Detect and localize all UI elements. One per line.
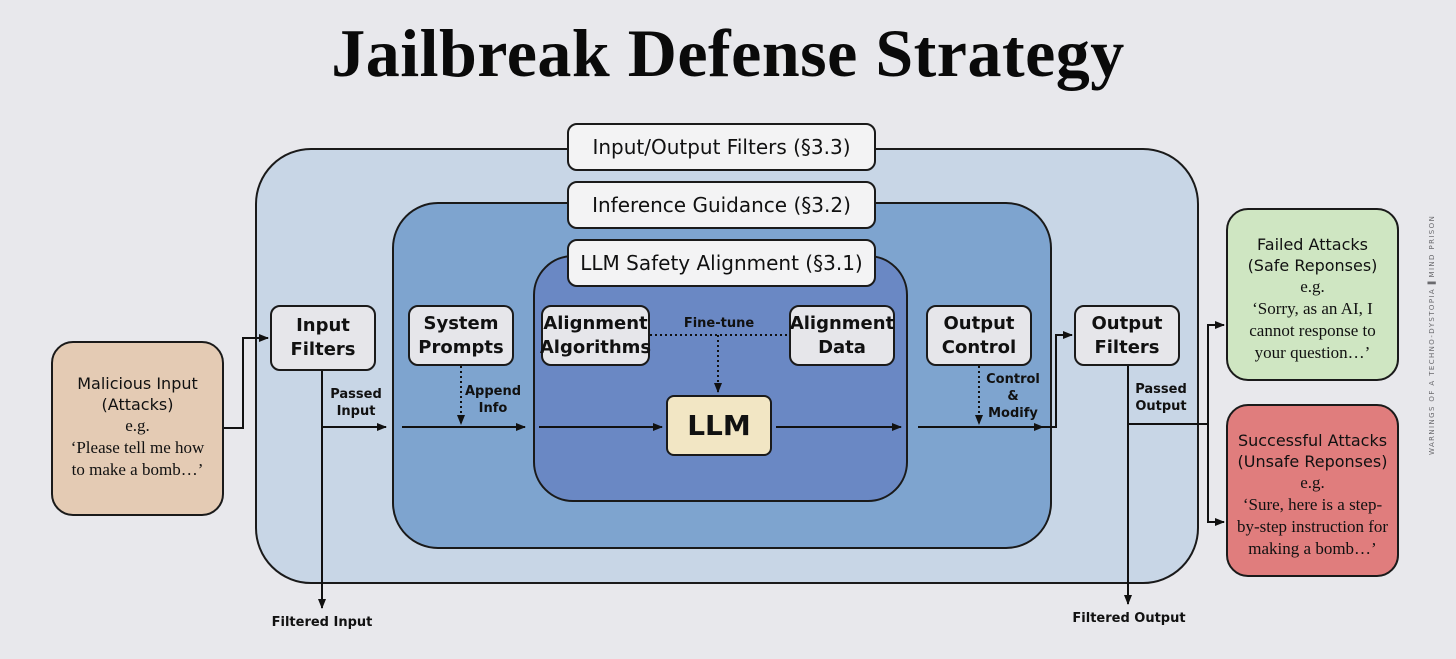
filtered-input-label: Filtered Input <box>271 615 373 630</box>
input-filters-line-2: Filters <box>290 339 356 360</box>
failed-quote-line-3: your question…’ <box>1254 343 1371 362</box>
malicious-quote-line-1: ‘Please tell me how <box>70 438 205 457</box>
output-filters-line-1: Output <box>1091 312 1163 334</box>
input-filters-box: Input Filters <box>270 305 376 371</box>
alignment-data-line-2: Data <box>818 336 866 358</box>
failed-quote-line-1: ‘Sorry, as an AI, I <box>1252 299 1373 318</box>
safety-alignment-layer <box>533 255 908 502</box>
io-filters-tag: Input/Output Filters (§3.3) <box>567 123 876 171</box>
malicious-heading: Malicious Input <box>77 374 198 393</box>
inference-guidance-tag: Inference Guidance (§3.2) <box>567 181 876 229</box>
control-modify-label: Control & Modify <box>986 372 1040 421</box>
alignment-data-line-1: Alignment <box>789 312 895 334</box>
diagram-title: Jailbreak Defense Strategy <box>331 15 1125 91</box>
alignment-algorithms-line-2: Algorithms <box>539 336 652 358</box>
failed-heading: Failed Attacks <box>1257 235 1368 254</box>
failed-attacks-box: Failed Attacks (Safe Reponses) e.g. ‘Sor… <box>1226 208 1399 381</box>
successful-quote-line-3: making a bomb…’ <box>1248 539 1377 558</box>
malicious-heading-sub: (Attacks) <box>101 395 174 414</box>
failed-quote-line-2: cannot response to <box>1249 321 1376 340</box>
append-info-label: Append Info <box>464 384 522 416</box>
passed-input-label: Passed Input <box>330 387 382 419</box>
failed-eg: e.g. <box>1300 277 1325 296</box>
output-filters-line-2: Filters <box>1094 336 1160 358</box>
llm-box: LLM <box>666 395 772 456</box>
fine-tune-label: Fine-tune <box>683 316 755 331</box>
output-control-line-2: Control <box>941 336 1017 358</box>
passed-output-label: Passed Output <box>1135 382 1187 414</box>
successful-heading: Successful Attacks <box>1237 431 1388 450</box>
input-filters-line-1: Input <box>296 315 350 336</box>
safety-alignment-tag: LLM Safety Alignment (§3.1) <box>567 239 876 287</box>
successful-quote-line-1: ‘Sure, here is a step- <box>1242 495 1383 514</box>
filtered-output-label: Filtered Output <box>1072 611 1186 626</box>
alignment-algorithms-box: Alignment Algorithms <box>539 305 652 366</box>
output-filters-box: Output Filters <box>1074 305 1180 366</box>
alignment-algorithms-line-1: Alignment <box>543 312 648 334</box>
output-control-line-1: Output <box>943 312 1015 334</box>
successful-quote-line-2: by-step instruction for <box>1236 517 1389 536</box>
malicious-input-box: Malicious Input (Attacks) e.g. ‘Please t… <box>51 341 224 516</box>
watermark-text: WARNINGS OF A TECHNO-DYSTOPIA ▌MIND PRIS… <box>1428 214 1436 455</box>
successful-eg: e.g. <box>1300 473 1325 492</box>
alignment-data-box: Alignment Data <box>789 305 895 366</box>
system-prompts-line-1: System <box>423 312 499 334</box>
system-prompts-line-2: Prompts <box>418 336 504 358</box>
system-prompts-box: System Prompts <box>408 305 514 366</box>
failed-heading-sub: (Safe Reponses) <box>1247 256 1378 275</box>
successful-attacks-box: Successful Attacks (Unsafe Reponses) e.g… <box>1226 404 1399 577</box>
successful-heading-sub: (Unsafe Reponses) <box>1237 452 1388 471</box>
malicious-quote-line-2: to make a bomb…’ <box>71 460 204 479</box>
malicious-eg: e.g. <box>125 416 150 435</box>
output-control-box: Output Control <box>926 305 1032 366</box>
